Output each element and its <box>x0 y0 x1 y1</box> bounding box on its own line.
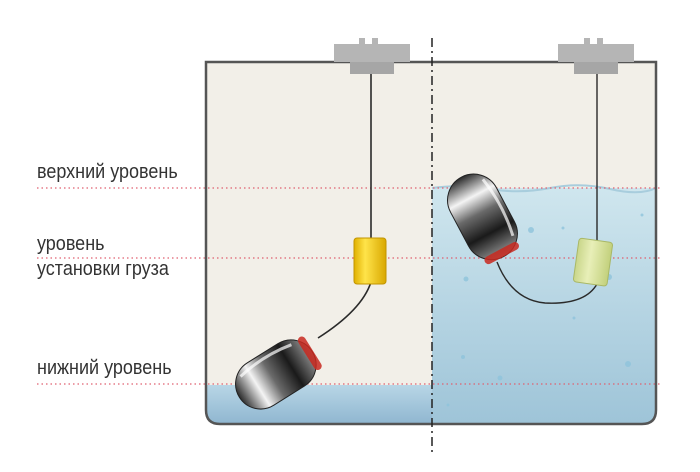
float-left <box>235 336 322 410</box>
weight-right <box>572 237 613 287</box>
label-upper-level: верхний уровень <box>37 161 178 183</box>
weight-left <box>353 237 387 285</box>
bubbles <box>446 213 644 407</box>
label-weight-level-line2: установки груза <box>37 258 169 280</box>
tank-outline <box>204 60 658 426</box>
level-lines <box>37 187 660 385</box>
mount-left <box>334 38 410 74</box>
label-weight-level-line1: уровень <box>37 233 105 255</box>
mount-right <box>558 38 634 74</box>
float-right <box>447 173 519 265</box>
label-lower-level: нижний уровень <box>37 357 172 379</box>
